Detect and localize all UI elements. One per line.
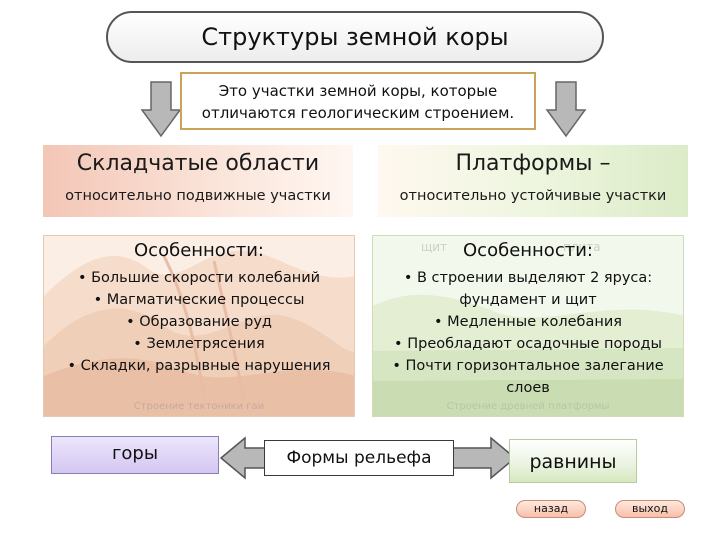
folded-features-title: Особенности: bbox=[134, 240, 264, 261]
exit-button[interactable]: выход bbox=[615, 500, 685, 518]
mountains-button[interactable]: горы bbox=[51, 436, 219, 474]
folded-areas-header: Складчатые области относительно подвижны… bbox=[43, 145, 353, 217]
platform-shield-label: щит bbox=[421, 240, 448, 254]
platforms-description: относительно устойчивые участки bbox=[399, 188, 667, 204]
page-title: Структуры земной коры bbox=[106, 11, 604, 63]
list-item: • Образование руд bbox=[126, 314, 272, 330]
platforms-title: Платформы – bbox=[455, 151, 611, 176]
platform-features-title: Особенности: bbox=[463, 240, 593, 261]
list-item: • В строении выделяют 2 яруса: bbox=[403, 270, 653, 286]
list-item: • Магматические процессы bbox=[93, 292, 305, 308]
folded-image-caption: Строение тектоники гаи bbox=[133, 401, 265, 412]
list-item: • Землетрясения bbox=[133, 336, 265, 352]
platforms-header: Платформы – относительно устойчивые учас… bbox=[378, 145, 688, 217]
list-item: • Складки, разрывные нарушения bbox=[67, 358, 331, 374]
folded-structure-illustration bbox=[44, 236, 354, 416]
folded-areas-description: относительно подвижные участки bbox=[65, 188, 331, 204]
platform-features-list: • В строении выделяют 2 яруса: фундамент… bbox=[373, 267, 683, 399]
folded-areas-title: Складчатые области bbox=[76, 151, 320, 176]
list-item: • Почти горизонтальное залегание bbox=[392, 358, 664, 374]
platform-structure-illustration bbox=[373, 236, 683, 416]
platform-features-panel: щит плита Особенности: • В строении выде… bbox=[372, 235, 684, 417]
relief-forms-text: Формы рельефа bbox=[286, 448, 432, 468]
list-item: • Преобладают осадочные породы bbox=[394, 336, 662, 352]
platform-image-caption: Строение древней платформы bbox=[446, 401, 610, 412]
plains-label: равнины bbox=[529, 451, 617, 473]
relief-forms-label: Формы рельефа bbox=[264, 440, 454, 476]
back-button-label: назад bbox=[533, 502, 569, 515]
definition-box: Это участки земной коры, которые отличаю… bbox=[180, 72, 536, 130]
definition-line-2: отличаются геологическим строением. bbox=[201, 104, 515, 122]
platform-plate-label: плита bbox=[563, 240, 601, 254]
left-down-arrow-icon bbox=[140, 81, 182, 138]
list-item: • Медленные колебания bbox=[433, 314, 623, 330]
right-down-arrow-icon bbox=[545, 81, 587, 138]
plains-button[interactable]: равнины bbox=[509, 439, 637, 483]
folded-features-panel: Особенности: • Большие скорости колебани… bbox=[43, 235, 355, 417]
page-title-text: Структуры земной коры bbox=[201, 23, 509, 51]
list-item: слоев bbox=[506, 380, 550, 396]
back-button[interactable]: назад bbox=[516, 500, 586, 518]
definition-line-1: Это участки земной коры, которые bbox=[218, 82, 498, 100]
mountains-label: горы bbox=[111, 443, 159, 464]
list-item: • Большие скорости колебаний bbox=[77, 270, 321, 286]
folded-features-list: • Большие скорости колебаний • Магматиче… bbox=[44, 267, 354, 377]
list-item: фундамент и щит bbox=[459, 292, 597, 308]
exit-button-label: выход bbox=[631, 502, 668, 515]
